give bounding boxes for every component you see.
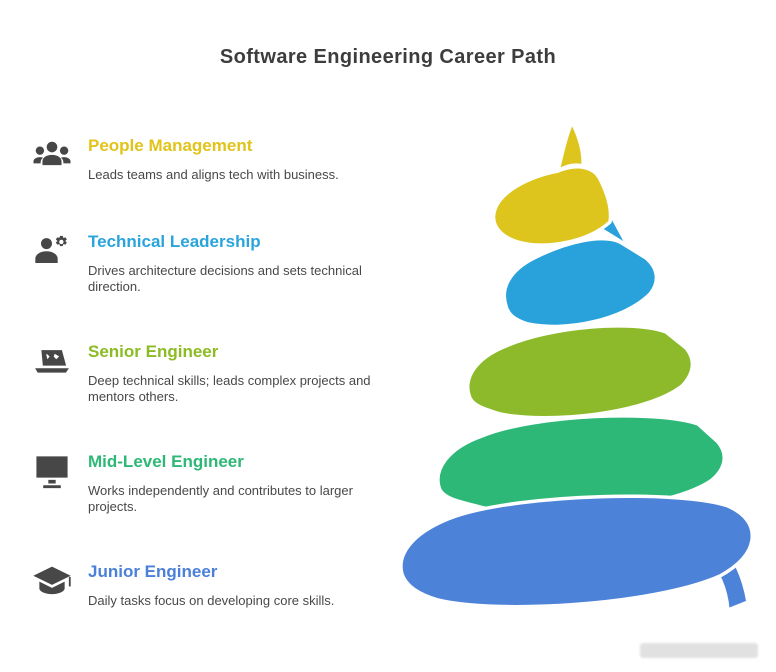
cone-band-technical-leadership bbox=[502, 236, 659, 329]
level-item-people-management: People Management Leads teams and aligns… bbox=[30, 136, 370, 183]
cone-band-tip bbox=[556, 120, 585, 173]
level-description: Daily tasks focus on developing core ski… bbox=[88, 593, 335, 608]
level-heading: Technical Leadership bbox=[88, 232, 261, 251]
cone-band-senior-engineer bbox=[466, 324, 695, 420]
user-gear-icon bbox=[30, 230, 74, 274]
level-heading: Senior Engineer bbox=[88, 342, 219, 361]
level-description: Leads teams and aligns tech with busines… bbox=[88, 167, 339, 182]
page-title: Software Engineering Career Path bbox=[219, 46, 557, 68]
level-heading: Mid-Level Engineer bbox=[88, 452, 244, 471]
laptop-code-icon bbox=[30, 340, 74, 384]
level-item-technical-leadership: Technical Leadership Drives architecture… bbox=[30, 232, 370, 295]
level-item-senior-engineer: Senior Engineer Deep technical skills; l… bbox=[30, 340, 371, 405]
level-heading: People Management bbox=[88, 136, 253, 155]
level-description: Works independently and contributes to l… bbox=[88, 483, 353, 514]
spiral-cone-chart bbox=[388, 110, 768, 622]
watermark bbox=[640, 643, 758, 658]
level-description: Deep technical skills; leads complex pro… bbox=[88, 373, 371, 404]
monitor-icon bbox=[30, 450, 74, 494]
cone-band-people-management bbox=[491, 165, 613, 247]
level-heading: Junior Engineer bbox=[88, 562, 218, 581]
cone-band-junior-engineer bbox=[399, 494, 755, 609]
level-item-junior-engineer: Junior Engineer Daily tasks focus on dev… bbox=[30, 562, 370, 609]
users-icon bbox=[30, 134, 74, 178]
graduation-cap-icon bbox=[30, 560, 74, 604]
level-item-mid-level-engineer: Mid-Level Engineer Works independently a… bbox=[30, 452, 370, 515]
level-description: Drives architecture decisions and sets t… bbox=[88, 263, 362, 294]
